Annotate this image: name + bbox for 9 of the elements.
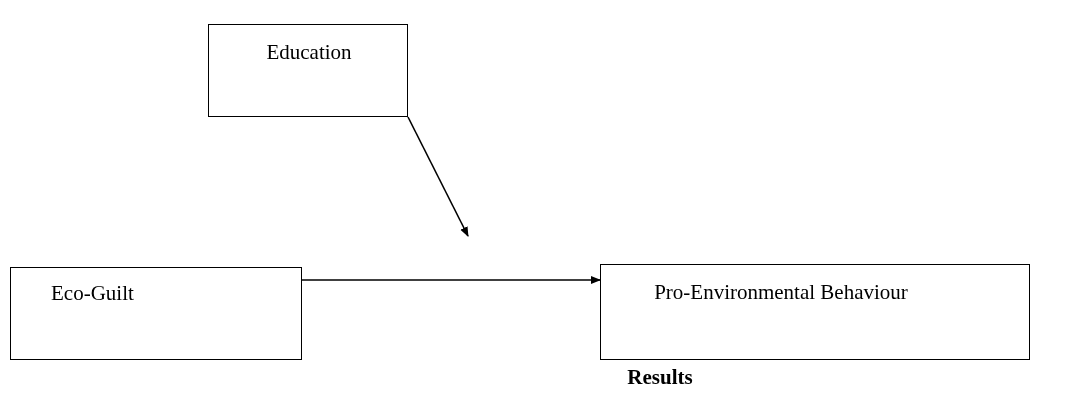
node-label: Pro-Environmental Behaviour xyxy=(653,279,909,306)
arrow xyxy=(301,276,601,284)
process-box xyxy=(208,24,408,117)
node-label: Education xyxy=(265,39,353,66)
process-box xyxy=(600,264,1030,360)
caption: Results xyxy=(626,365,694,390)
process-box xyxy=(10,267,302,360)
node-label: Eco-Guilt xyxy=(51,280,135,307)
arrow xyxy=(407,116,469,237)
